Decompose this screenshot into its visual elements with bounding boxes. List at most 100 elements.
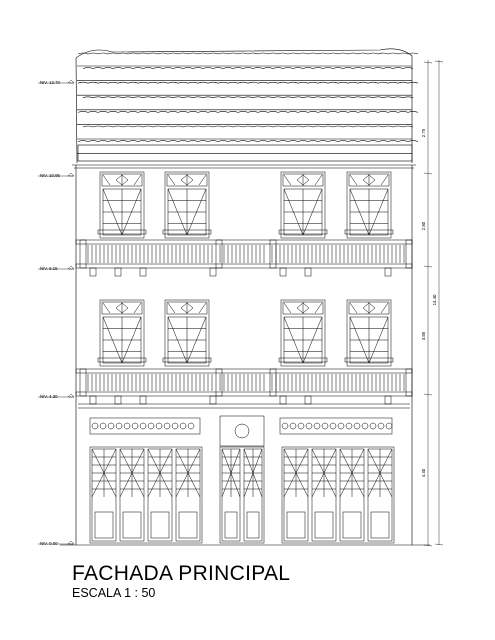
roof-tile: [97, 111, 109, 113]
window-sill: [344, 229, 394, 235]
transom-ray: [198, 302, 207, 314]
roof-tile: [207, 111, 219, 113]
balcony-corbel: [114, 267, 122, 277]
window-frame: [99, 299, 145, 367]
window-unit: [97, 299, 147, 367]
roof-tile: [97, 140, 109, 142]
roof-tile: [132, 67, 144, 69]
roof-tile: [217, 140, 229, 142]
balcony-corbel: [279, 267, 287, 277]
grille-scroll: [99, 422, 107, 430]
roof-tile: [222, 96, 234, 99]
roof-tile: [212, 125, 224, 128]
roof-tile: [352, 125, 364, 128]
roof-tile: [122, 67, 134, 69]
balcony-railings: [75, 239, 413, 405]
roof-tile: [272, 67, 284, 69]
balcony-windows: [97, 171, 394, 367]
roof-tile: [257, 81, 269, 84]
grille-frame: [89, 417, 201, 435]
roof-tile: [147, 52, 159, 55]
roof-tile: [137, 52, 149, 55]
transom-ray: [380, 174, 389, 186]
grille-scroll: [361, 422, 369, 430]
balcony-handrail: [75, 368, 413, 374]
transom-ray: [380, 302, 389, 314]
roof-tile: [322, 125, 334, 128]
roof-tile: [222, 67, 234, 69]
roof-tile: [267, 81, 279, 84]
window-unit: [344, 171, 394, 239]
roof-tile: [167, 111, 179, 113]
dimension-tick: [434, 60, 444, 63]
roof-tile: [387, 140, 399, 142]
dimension-tick: [423, 393, 433, 396]
roof-tile: [87, 81, 99, 84]
window-sill: [162, 357, 212, 363]
roof-tile: [142, 67, 154, 69]
grille-scroll: [297, 422, 305, 430]
grille-scroll: [91, 422, 99, 430]
roof-tile: [387, 81, 399, 84]
roof-tile: [382, 67, 394, 69]
roof-tile: [172, 96, 184, 99]
roof-tile: [372, 96, 384, 99]
roof-tile: [362, 67, 374, 69]
roof-tile: [147, 111, 159, 113]
roof-tile: [112, 96, 124, 99]
roof-tile: [212, 67, 224, 69]
roof-tile: [367, 52, 379, 55]
roof-tile: [117, 52, 129, 55]
roof-tile: [302, 96, 314, 99]
roof-tile: [322, 96, 334, 99]
dimension-label: 2.75: [421, 128, 426, 137]
shutter-brace: [102, 188, 123, 236]
window-unit: [162, 171, 212, 239]
grille-scroll: [337, 422, 345, 430]
door-brace: [311, 448, 337, 498]
roof-tile: [277, 52, 289, 55]
roof-tile: [142, 96, 154, 99]
roof-tile: [307, 81, 319, 84]
door-panel: [94, 511, 114, 539]
shutter-brace: [349, 188, 370, 236]
roof-tile: [82, 67, 94, 69]
window-sill: [97, 357, 147, 363]
roof-tile: [337, 111, 349, 113]
grille-scroll: [305, 422, 313, 430]
grille-scroll: [147, 422, 155, 430]
balcony-handrail: [75, 239, 413, 245]
roof-tile: [252, 96, 264, 99]
roof-tile: [97, 81, 109, 84]
grille-scroll: [313, 422, 321, 430]
transom-ray: [349, 174, 358, 186]
door-panel: [342, 511, 362, 539]
roof-tile: [312, 96, 324, 99]
roof-tile: [297, 140, 309, 142]
roof-tile: [182, 67, 194, 69]
roof-tile: [127, 52, 139, 55]
balcony-post: [79, 239, 87, 269]
grille-scroll: [377, 422, 385, 430]
roof-tile: [252, 67, 264, 69]
transom-diamond: [180, 302, 194, 314]
grille-scroll: [123, 422, 131, 430]
roof-tile: [202, 96, 214, 99]
roof-tile: [177, 52, 189, 55]
roof-tile: [262, 96, 274, 99]
grille-scroll: [329, 422, 337, 430]
shutter-brace: [283, 316, 304, 364]
roof-tile: [107, 140, 119, 142]
roof-tile: [332, 125, 344, 128]
roof-tile: [217, 111, 229, 113]
drawing-scale: ESCALA 1 : 50: [72, 586, 156, 600]
transom-ray: [349, 302, 358, 314]
level-label: NIV. 4.30: [40, 394, 58, 399]
balcony-slab: [75, 391, 413, 397]
roof-tile: [107, 81, 119, 84]
roof-tile: [97, 52, 109, 55]
roof-tile: [287, 140, 299, 142]
door-panel: [224, 511, 238, 539]
level-marker-triangle: [67, 265, 75, 270]
roof-tile: [392, 125, 404, 128]
